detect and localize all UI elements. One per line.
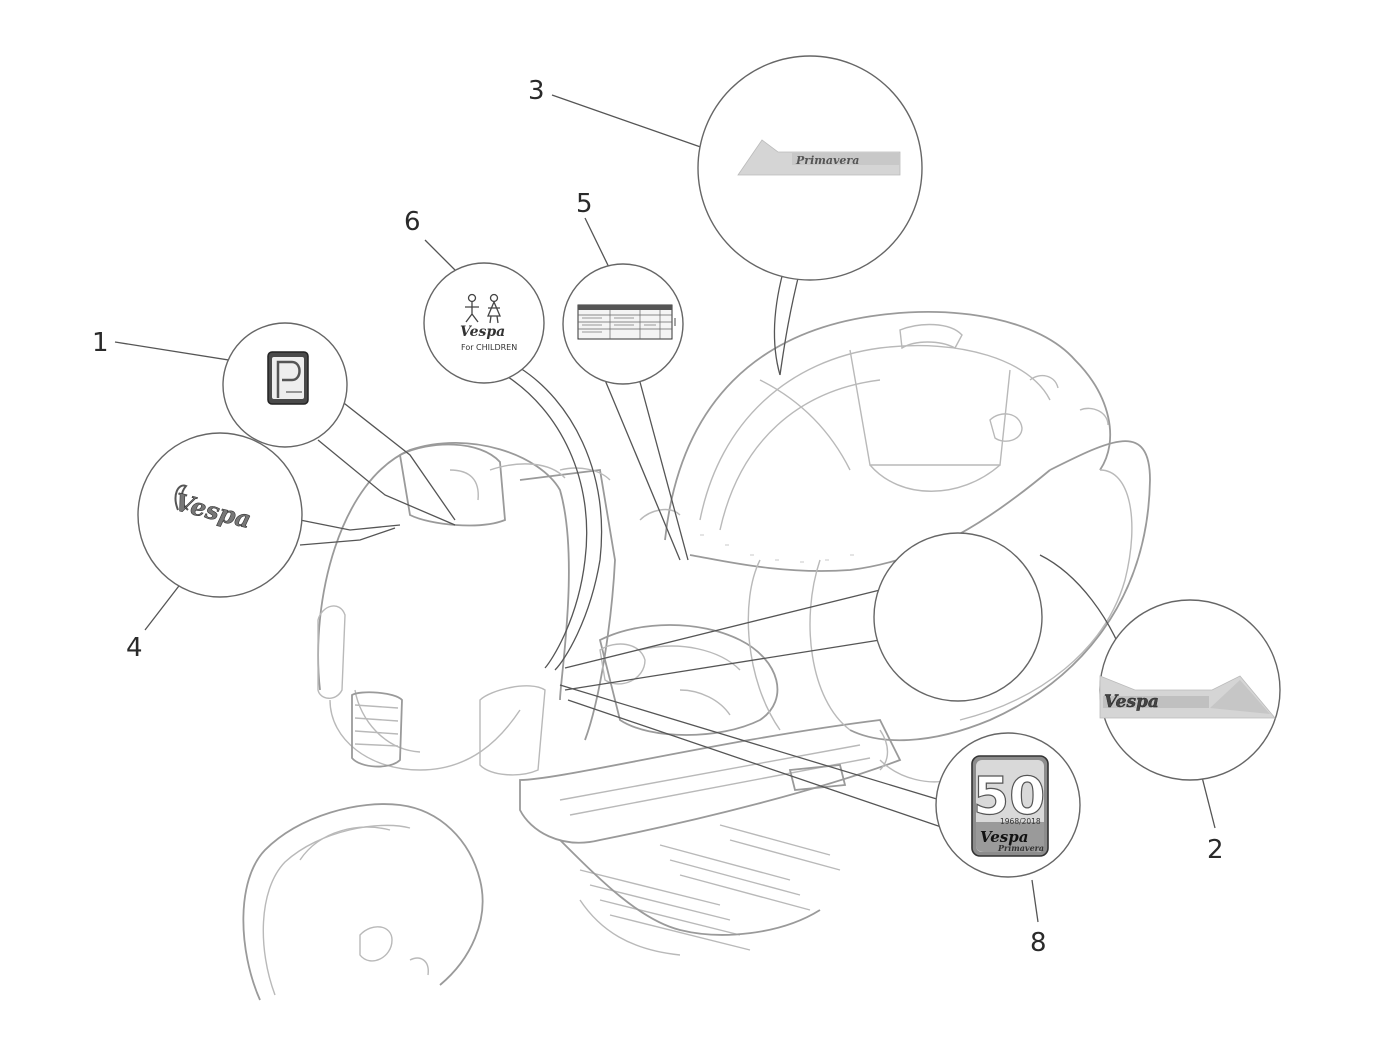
piaggio-badge-icon <box>267 351 309 405</box>
callout-numbers: 1 2 3 4 5 6 8 <box>92 76 1224 958</box>
detail-bubble-5 <box>562 263 684 385</box>
detail-bubble-empty <box>873 532 1043 702</box>
badge-model: Primavera <box>997 843 1044 853</box>
badge-brand: Vespa <box>980 828 1028 846</box>
side-script-text: Vespa <box>1104 692 1159 712</box>
anniversary-badge-decal: 50 1968/2018 Vespa Primavera <box>971 755 1049 857</box>
tail-script-text: Primavera <box>795 154 859 167</box>
callout-2: 2 <box>1207 835 1224 865</box>
scooter-body-outline <box>242 311 1151 1001</box>
callout-6: 6 <box>404 207 421 237</box>
vespa-side-stripe-decal: Vespa <box>1099 675 1276 719</box>
callout-5: 5 <box>576 189 593 219</box>
callout-4: 4 <box>126 633 143 663</box>
callout-8: 8 <box>1030 928 1047 958</box>
children-sticker-brand: Vespa <box>460 324 505 340</box>
detail-bubble-8: 50 1968/2018 Vespa Primavera <box>935 732 1081 878</box>
detail-bubble-6: Vespa For CHILDREN <box>423 262 545 384</box>
badge-number: 50 <box>973 767 1045 827</box>
detail-bubble-3: Primavera <box>697 55 923 281</box>
detail-bubble-2: Vespa <box>1099 599 1281 781</box>
children-figures-icon <box>465 293 501 324</box>
badge-years: 1968/2018 <box>1000 817 1041 826</box>
callout-1: 1 <box>92 328 109 358</box>
children-sticker-caption: For CHILDREN <box>461 343 517 352</box>
primavera-stripe-decal: Primavera <box>737 139 901 176</box>
tyre-pressure-label-icon <box>577 304 676 340</box>
detail-bubble-1 <box>222 322 348 448</box>
callout-3: 3 <box>528 76 545 106</box>
detail-bubble-4: Vespa <box>137 432 303 598</box>
